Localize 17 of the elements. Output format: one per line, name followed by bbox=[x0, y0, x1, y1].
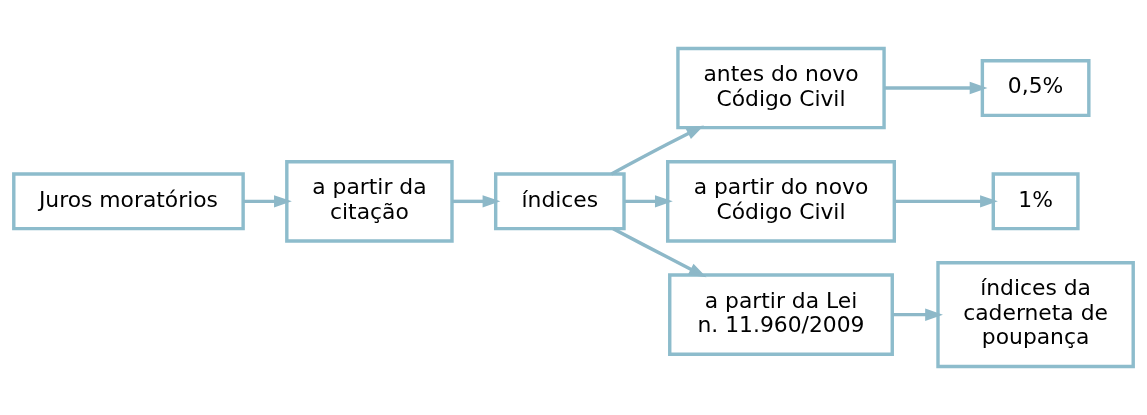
node-box: 0,5% bbox=[980, 59, 1091, 118]
arrow bbox=[612, 227, 707, 278]
arrow bbox=[452, 195, 501, 208]
arrow bbox=[892, 308, 943, 321]
node-box: Juros moratórios bbox=[12, 172, 245, 231]
arrow bbox=[610, 125, 704, 176]
node-box: índices da caderneta de poupança bbox=[936, 261, 1135, 369]
arrow bbox=[243, 195, 292, 208]
node-box: a partir da citação bbox=[285, 160, 454, 243]
arrow bbox=[894, 195, 998, 208]
arrow bbox=[624, 195, 673, 208]
node-box: a partir da Lei n. 11.960/2009 bbox=[668, 273, 894, 356]
node-box: 1% bbox=[991, 172, 1080, 231]
node-box: a partir do novo Código Civil bbox=[666, 160, 896, 243]
node-box: índices bbox=[494, 172, 626, 231]
arrow bbox=[884, 81, 988, 95]
node-box: antes do novo Código Civil bbox=[676, 46, 886, 130]
